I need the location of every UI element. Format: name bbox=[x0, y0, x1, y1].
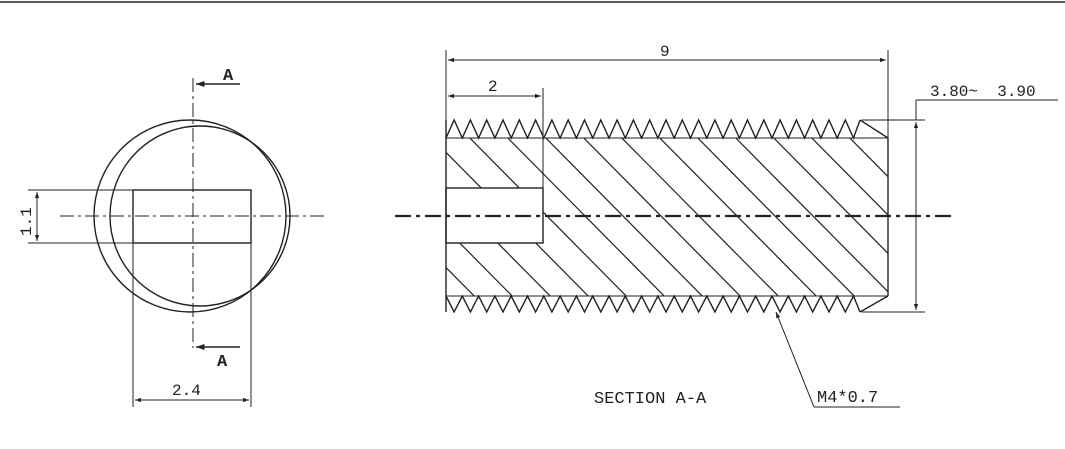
hatch-line bbox=[1022, 120, 1065, 312]
section-marker-bottom-label: A bbox=[217, 353, 228, 372]
section-title: SECTION A-A bbox=[594, 390, 707, 409]
section-view: 9 2 3.80~ 3.90 M4*0.7 SECTION A-A bbox=[395, 43, 1065, 409]
hatch-line bbox=[984, 120, 1065, 312]
slot-width-dimension: 2.4 bbox=[132, 243, 252, 407]
section-marker-top-label: A bbox=[223, 67, 234, 86]
hatch-line bbox=[848, 138, 888, 178]
hatch-line bbox=[810, 138, 888, 216]
thread-bottom bbox=[445, 294, 861, 314]
diameter-dimension: 3.80~ 3.90 bbox=[862, 83, 1058, 313]
hatch-line bbox=[544, 138, 704, 296]
slot-rect bbox=[132, 189, 252, 244]
thread-top bbox=[445, 118, 861, 140]
hatch-line bbox=[908, 120, 1065, 312]
hatch-line bbox=[582, 138, 742, 296]
hatch-line bbox=[1060, 120, 1065, 312]
thread-spec-leader: M4*0.7 bbox=[775, 311, 900, 408]
end-view: A A 1.1 2.4 bbox=[18, 67, 325, 407]
slot-height-label: 1.1 bbox=[18, 207, 36, 236]
hatch-line bbox=[446, 228, 514, 296]
hatch-line bbox=[446, 266, 476, 296]
diameter-label: 3.80~ 3.90 bbox=[930, 83, 1036, 101]
section-marker-top: A bbox=[196, 67, 240, 87]
overall-length-label: 9 bbox=[660, 43, 670, 61]
chamfer-top bbox=[859, 119, 889, 139]
slot-width-label: 2.4 bbox=[172, 382, 201, 400]
overall-length-dimension: 9 bbox=[445, 43, 889, 138]
thread-spec-label: M4*0.7 bbox=[817, 389, 878, 408]
hatch-line bbox=[696, 138, 856, 296]
socket-depth-dimension: 2 bbox=[448, 78, 544, 120]
section-marker-bottom: A bbox=[196, 344, 240, 372]
hatch-line bbox=[734, 138, 888, 293]
slot-height-dimension: 1.1 bbox=[18, 189, 133, 244]
hatch-line bbox=[946, 120, 1065, 312]
chamfer-bottom bbox=[859, 295, 889, 313]
socket-depth-label: 2 bbox=[488, 78, 498, 96]
